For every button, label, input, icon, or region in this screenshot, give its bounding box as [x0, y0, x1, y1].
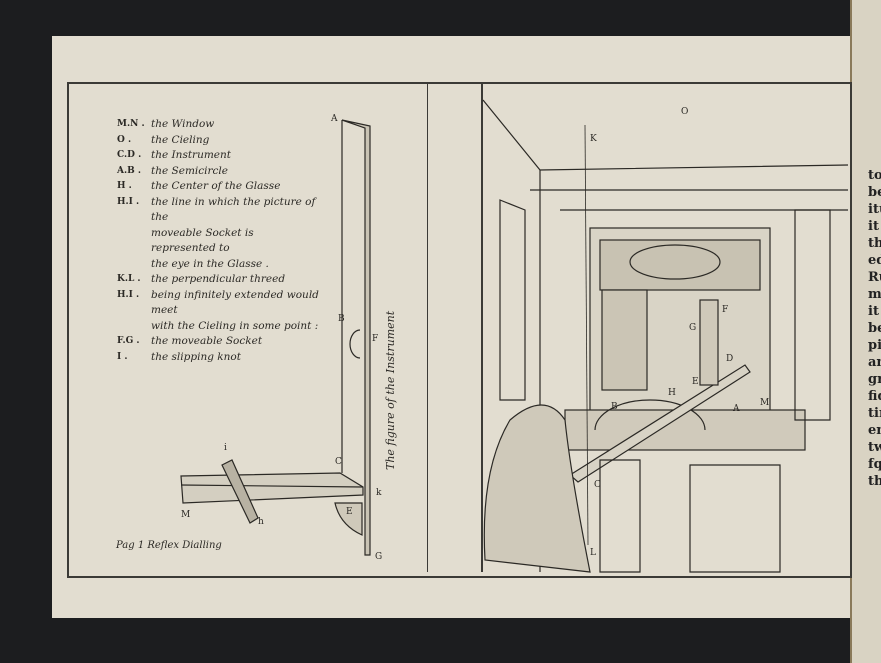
label-b: B	[338, 314, 345, 324]
legend-row: F.G . the moveable Socket	[117, 334, 321, 350]
semicircle	[594, 399, 706, 431]
page-fragment: gre	[868, 372, 881, 387]
page-fragment: en	[868, 423, 881, 438]
label-i: i	[224, 443, 227, 453]
page-fragment: th	[868, 236, 881, 251]
legend-text: the line in which the picture of the	[151, 195, 316, 224]
legend-row: C.D . the Instrument	[117, 148, 321, 164]
legend-key: M.N .	[117, 119, 145, 129]
page-fragment: tin	[868, 406, 881, 421]
page-fragment: th	[868, 474, 881, 489]
label-k: k	[376, 488, 382, 498]
legend-row: H.I . the line in which the picture of th…	[117, 195, 321, 226]
page-fragment: ed	[868, 253, 881, 268]
page-fragment: to	[868, 168, 881, 183]
legend-key: F.G .	[117, 336, 140, 346]
instrument-staff	[341, 119, 371, 556]
legend-text: the slipping knot	[151, 350, 241, 363]
legend-text: being infinitely extended would meet	[151, 288, 319, 317]
scene-label-f: F	[722, 305, 729, 315]
table	[564, 409, 806, 451]
instrument-board	[180, 472, 364, 504]
page-fragment: Ru	[868, 270, 881, 285]
instrument-in-scene	[568, 364, 751, 483]
legend-row: H . the Center of the Glasse	[117, 179, 321, 195]
scene-label-k: K	[590, 134, 597, 144]
label-m: M	[181, 510, 191, 520]
page-fragment: it	[868, 304, 879, 319]
page-fragment: be	[868, 321, 881, 336]
scene-label-l: L	[590, 548, 596, 558]
caption: Pag 1 Reflex Dialling	[116, 540, 222, 551]
legend-key: H.I .	[117, 196, 140, 207]
legend-key: K.L .	[117, 274, 141, 284]
legend-row: M.N . the Window	[117, 117, 321, 133]
legend-row: with the Cieling in some point :	[117, 319, 321, 335]
legend-key: C.D .	[117, 150, 142, 160]
legend-row: H.I . being infinitely extended would mee…	[117, 288, 321, 319]
label-f: F	[372, 334, 379, 344]
legend-key: A.B .	[117, 165, 141, 176]
scene-label-o: O	[681, 107, 689, 117]
scene-label-e: E	[692, 377, 699, 387]
scene-label-c: C	[594, 480, 601, 490]
page-fragment: it	[868, 219, 879, 234]
instrument-slider	[221, 459, 259, 524]
legend-key: I .	[117, 351, 128, 362]
engraving-plate	[67, 82, 852, 578]
legend-text: the perpendicular threed	[151, 273, 286, 285]
page-fragment: pic	[868, 338, 881, 353]
scene-label-a: A	[733, 404, 740, 414]
label-h: h	[258, 517, 264, 527]
scene-border	[481, 84, 483, 572]
legend-text: the Semicircle	[151, 164, 228, 177]
legend-text: the moveable Socket	[151, 335, 263, 347]
scene-label-m: M	[760, 398, 770, 408]
scene-label-g: G	[689, 323, 697, 333]
legend-text: the Instrument	[151, 149, 231, 161]
legend-row: O . the Cieling	[117, 133, 321, 149]
legend-text: the Center of the Glasse	[151, 180, 281, 192]
scene-label-d: D	[726, 354, 734, 364]
legend-row: the eye in the Glasse .	[117, 257, 321, 273]
page-fragment: fq	[868, 457, 881, 472]
legend-row: A.B . the Semicircle	[117, 164, 321, 180]
legend-text: the Cieling	[151, 133, 210, 146]
scene-label-b: B	[611, 402, 618, 412]
thread	[584, 124, 589, 546]
page-fragment: me	[868, 287, 881, 302]
page-fragment: itu	[868, 202, 881, 217]
page-fragment: fid	[868, 389, 881, 404]
legend-text: the Window	[151, 118, 215, 130]
legend-text: the eye in the Glasse .	[151, 257, 269, 270]
legend-row: K.L . the perpendicular threed	[117, 272, 321, 288]
plate-divider	[427, 84, 428, 572]
legend-row: moveable Socket is represented to	[117, 226, 321, 257]
legend-text: with the Cieling in some point :	[151, 319, 319, 332]
scene-label-h: H	[668, 388, 676, 398]
label-a: A	[331, 114, 338, 124]
observer-figure	[483, 404, 591, 573]
legend-text: moveable Socket is represented to	[151, 226, 254, 255]
label-e: E	[346, 507, 353, 517]
legend-key: O .	[117, 134, 132, 145]
page-fragment: tw	[868, 440, 881, 455]
legend-row: I . the slipping knot	[117, 350, 321, 366]
label-c: C	[335, 457, 342, 467]
page-fragment: be	[868, 185, 881, 200]
legend-key: H.I .	[117, 289, 140, 300]
page-fragment: an	[868, 355, 881, 370]
label-g: G	[375, 552, 383, 562]
legend-key: H .	[117, 181, 132, 191]
